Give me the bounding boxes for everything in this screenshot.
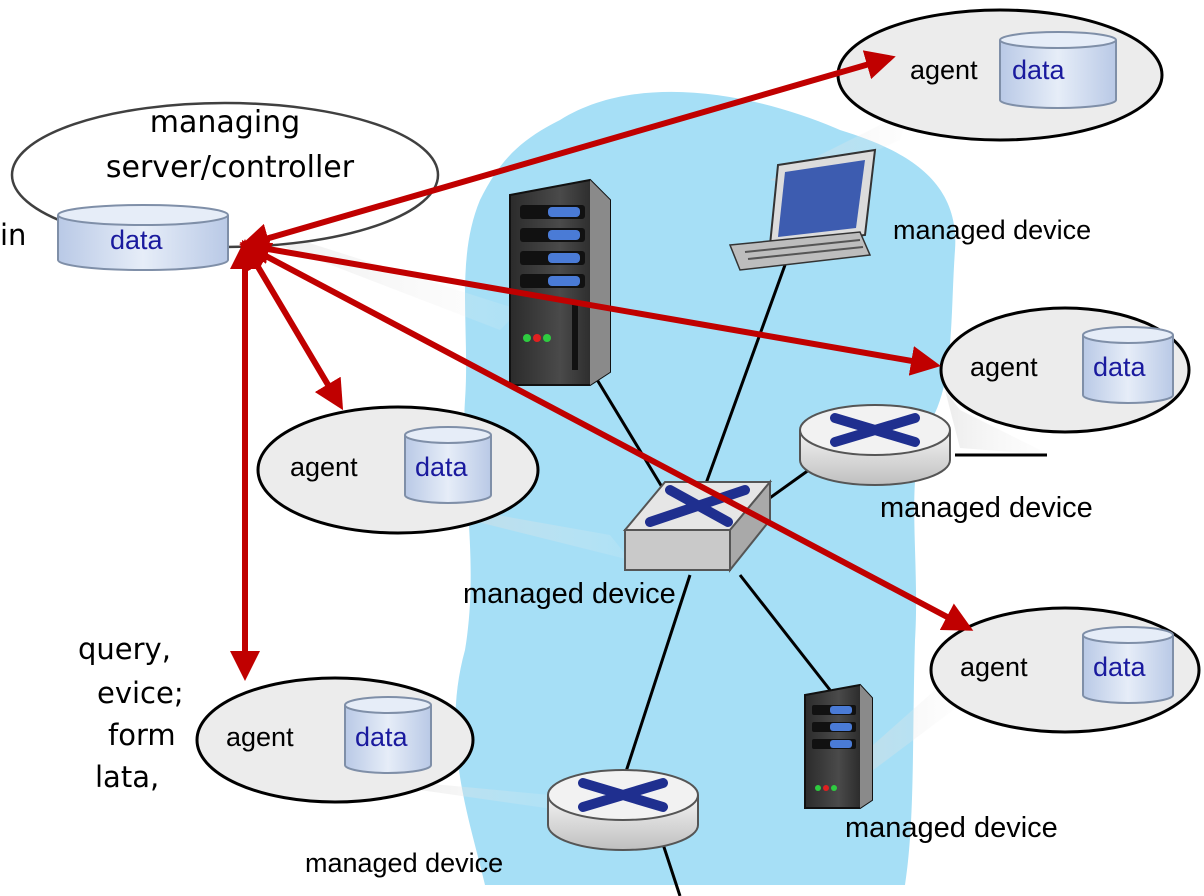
managed-device-label-router-bottom: managed device: [305, 848, 504, 878]
agent-node: [929, 606, 1201, 734]
left-text-fragment: lata,: [95, 760, 160, 794]
agent-label: agent: [226, 722, 294, 752]
manager-data-label: data: [110, 225, 163, 255]
agent-node: [195, 676, 475, 804]
server-tower-icon: [804, 683, 873, 809]
manager-title-line1: managing: [149, 105, 301, 140]
agent-label: agent: [960, 652, 1028, 682]
server-tower-icon: [509, 178, 611, 386]
agent-node: [939, 306, 1191, 434]
agent-label: agent: [970, 352, 1038, 382]
management-arrows: [230, 50, 974, 681]
agent-label: agent: [290, 452, 358, 482]
manager-title-line2: server/controller: [105, 150, 355, 185]
router-icon: [547, 769, 699, 851]
left-text-fragment: query,: [78, 632, 171, 666]
managed-device-label-pc: managed device: [893, 215, 1092, 245]
agent-data-label: data: [1012, 55, 1065, 85]
manager-database-icon: [57, 204, 229, 271]
agent-data-label: data: [415, 452, 468, 482]
managed-device-label-switch: managed device: [463, 578, 676, 610]
agent-data-label: data: [1093, 652, 1146, 682]
agent-node: [836, 8, 1164, 142]
left-text-fragment: evice;: [97, 676, 184, 710]
managed-device-label-router-right: managed device: [880, 492, 1093, 524]
arrow-to-agent-lower-right: [239, 242, 974, 631]
left-text-fragment: form: [108, 718, 176, 752]
agent-data-label: data: [1093, 352, 1146, 382]
router-icon: [799, 404, 951, 486]
agent-data-label: data: [355, 722, 408, 752]
left-text-fragment: in: [0, 218, 27, 252]
managed-device-label-server-bottom: managed device: [845, 812, 1058, 844]
arrow-to-agent-top: [239, 50, 896, 253]
agent-label: agent: [910, 55, 978, 85]
